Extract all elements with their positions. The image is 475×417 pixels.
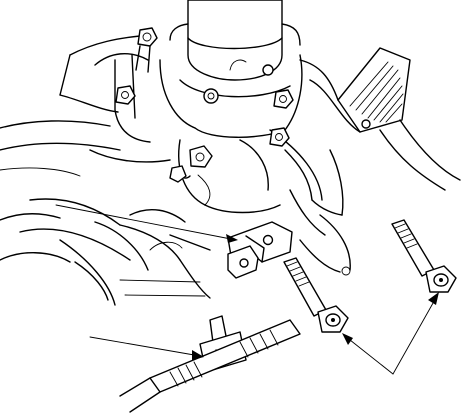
bolt-left [283,257,349,333]
lower-right-strut [284,149,351,276]
mounting-bracket [227,221,293,279]
upper-right-shield [299,47,461,191]
wiring-harness [119,319,301,413]
housing-bolts [269,89,294,147]
chassis-outline [0,35,171,177]
callout-connector [89,336,204,360]
lower-left-assembly [0,198,211,306]
bolt-right [391,219,457,293]
callout-bracket [55,204,238,243]
steering-gearbox-housing [159,0,323,214]
callout-bolts [342,292,439,375]
bracket-pivot-bolt [169,145,213,206]
upper-mount-bolt [115,27,158,105]
